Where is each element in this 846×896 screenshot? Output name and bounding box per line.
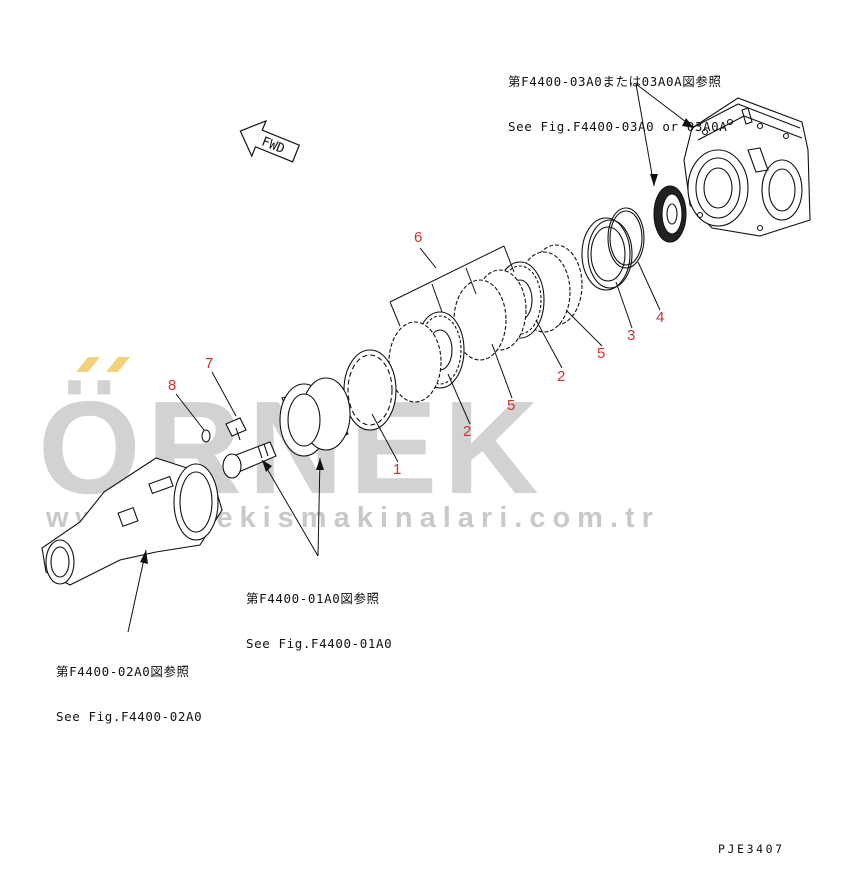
reference-middle: 第F4400-01A0図参照 See Fig.F4400-01A0	[246, 561, 392, 666]
watermark-accent-right	[106, 357, 130, 372]
callout-5b: 5	[597, 345, 605, 362]
callout-7: 7	[205, 355, 213, 372]
callout-8: 8	[168, 377, 176, 394]
reference-top-right: 第F4400-03A0または03A0A図参照 See Fig.F4400-03A…	[508, 44, 727, 149]
watermark-accent-left	[76, 357, 100, 372]
callout-2b: 2	[557, 368, 565, 385]
callout-5a: 5	[507, 397, 515, 414]
part-3-end-plate	[581, 217, 633, 291]
part-7-bolt	[225, 417, 247, 441]
callout-1: 1	[393, 461, 401, 478]
part-4-snap-ring	[607, 207, 645, 269]
callout-6: 6	[414, 229, 422, 246]
reference-bottom-left-en: See Fig.F4400-02A0	[56, 709, 203, 724]
transmission-case	[683, 97, 811, 237]
reference-middle-en: See Fig.F4400-01A0	[246, 636, 393, 651]
spline-shaft	[222, 441, 277, 479]
reference-top-right-jp: 第F4400-03A0または03A0A図参照	[508, 74, 722, 89]
reference-bottom-left-jp: 第F4400-02A0図参照	[56, 664, 190, 679]
callouts: 1 2 2 3 4 5 5 6 7 8	[168, 229, 664, 478]
leader-lines	[127, 83, 695, 633]
callout-2a: 2	[463, 423, 471, 440]
reference-top-right-en: See Fig.F4400-03A0 or 03A0A	[508, 119, 728, 134]
reference-bottom-left: 第F4400-02A0図参照 See Fig.F4400-02A0	[56, 634, 202, 739]
clutch-pack	[388, 244, 583, 403]
fwd-arrow-icon: FWD	[239, 119, 301, 163]
clutch-drum	[279, 377, 351, 457]
bearing-carrier	[653, 185, 687, 243]
part-1-hub	[343, 349, 397, 431]
drawing-code: PJE3407	[718, 842, 785, 856]
part-8-washer	[201, 429, 211, 443]
reference-middle-jp: 第F4400-01A0図参照	[246, 591, 380, 606]
output-housing	[41, 457, 223, 586]
arrowheads	[140, 118, 694, 564]
callout-3: 3	[627, 327, 635, 344]
callout-4: 4	[656, 309, 664, 326]
